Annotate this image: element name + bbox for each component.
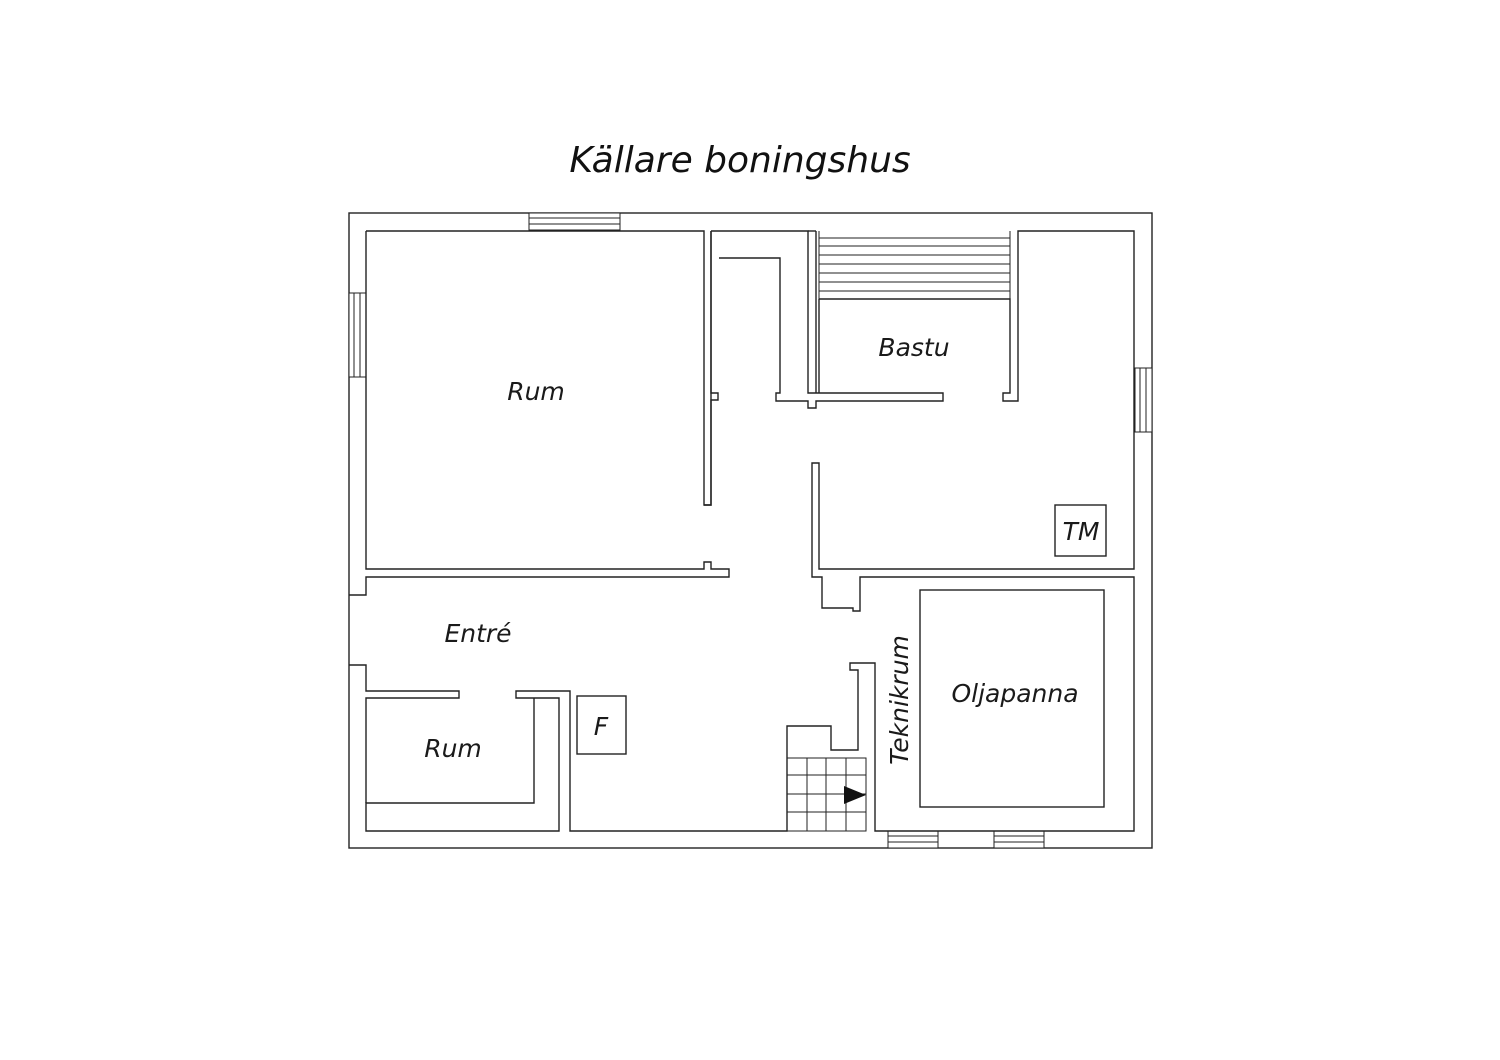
interior-walls — [349, 230, 1135, 832]
room-label-bastu: Bastu — [878, 333, 949, 362]
tm-box — [1054, 504, 1107, 557]
window-bottom-1 — [887, 830, 939, 849]
room-label-tm: TM — [1063, 517, 1100, 546]
room-label-entre: Entré — [444, 619, 511, 648]
window-top — [528, 212, 621, 231]
staircase — [786, 757, 867, 832]
room-labels: Rum Bastu TM Entré Teknikrum Oljapanna R… — [424, 333, 1099, 765]
room-label-rum-large: Rum — [507, 377, 565, 406]
window-bottom-2 — [993, 830, 1045, 849]
plan-title: Källare boningshus — [569, 140, 910, 181]
oljapanna-box — [919, 589, 1105, 808]
room-label-teknikrum: Teknikrum — [885, 635, 914, 765]
room-label-f: F — [594, 712, 609, 741]
windows — [348, 212, 1153, 849]
f-box — [576, 695, 627, 755]
window-right — [1134, 367, 1153, 433]
room-label-oljapanna: Oljapanna — [951, 679, 1078, 708]
window-left — [348, 292, 367, 378]
stair-direction-arrow-icon — [844, 786, 866, 804]
room-label-rum-small: Rum — [424, 734, 482, 763]
sauna-benches — [818, 231, 1011, 299]
